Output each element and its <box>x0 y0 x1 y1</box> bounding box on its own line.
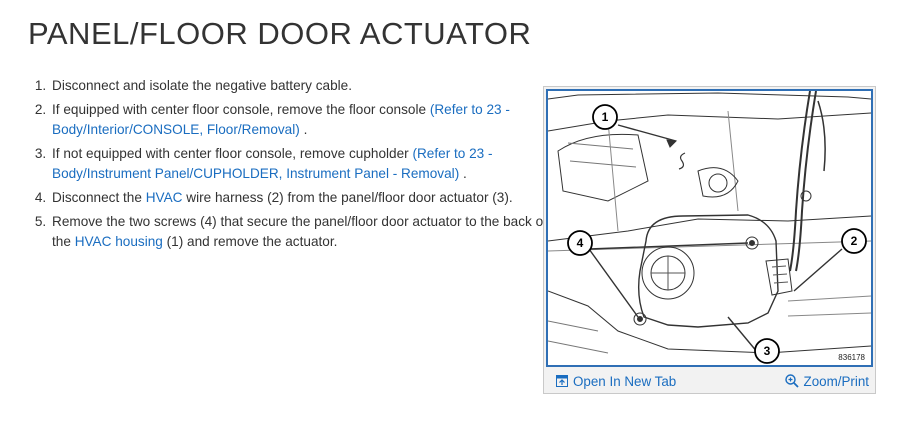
actuator-drawing: 1 2 3 4 <box>548 91 871 364</box>
step-text: If not equipped with center floor consol… <box>52 146 413 161</box>
zoom-print-label: Zoom/Print <box>803 373 869 389</box>
step-text-after: wire harness (2) from the panel/floor do… <box>182 190 513 205</box>
step-item: If not equipped with center floor consol… <box>50 144 550 184</box>
step-text: Disconnect and isolate the negative batt… <box>52 78 353 93</box>
magnifier-zoom-icon <box>784 374 799 388</box>
step-text: Disconnect the <box>52 190 146 205</box>
callout-4: 4 <box>577 236 584 250</box>
cupholder-removal-link[interactable]: (Refer to 23 - Body/Instrument Panel/CUP… <box>52 146 493 181</box>
figure-toolbar: Open In New Tab Zoom/Print <box>544 368 875 394</box>
step-text-after: . <box>459 166 467 181</box>
step-item: Disconnect and isolate the negative batt… <box>50 76 550 96</box>
open-in-new-tab-label: Open In New Tab <box>573 373 677 389</box>
callout-3: 3 <box>764 344 771 358</box>
callout-1: 1 <box>602 110 609 124</box>
open-in-new-tab-icon <box>556 375 568 387</box>
page-title: PANEL/FLOOR DOOR ACTUATOR <box>28 16 532 51</box>
step-text-after: (1) and remove the actuator. <box>162 234 338 249</box>
console-removal-link[interactable]: (Refer to 23 - Body/Interior/CONSOLE, Fl… <box>52 102 510 137</box>
step-text-after: . <box>299 122 308 137</box>
step-text: If equipped with center floor console, r… <box>52 102 430 117</box>
hvac-housing-link[interactable]: HVAC housing <box>74 234 163 249</box>
callout-2: 2 <box>851 234 858 248</box>
step-item: If equipped with center floor console, r… <box>50 100 550 140</box>
figure-code: 836178 <box>838 353 865 362</box>
step-item: Disconnect the HVAC wire harness (2) fro… <box>50 188 550 208</box>
zoom-print-button[interactable]: Zoom/Print <box>784 373 869 389</box>
actuator-diagram[interactable]: 1 2 3 4 836178 <box>546 89 873 367</box>
open-in-new-tab-button[interactable]: Open In New Tab <box>556 374 676 389</box>
figure-panel: 1 2 3 4 836178 Open In New Tab <box>543 86 876 394</box>
step-text: Remove the two screws (4) that secure th… <box>52 214 547 249</box>
hvac-link[interactable]: HVAC <box>145 190 183 205</box>
step-item: Remove the two screws (4) that secure th… <box>50 212 550 252</box>
procedure-steps: Disconnect and isolate the negative batt… <box>32 76 550 256</box>
